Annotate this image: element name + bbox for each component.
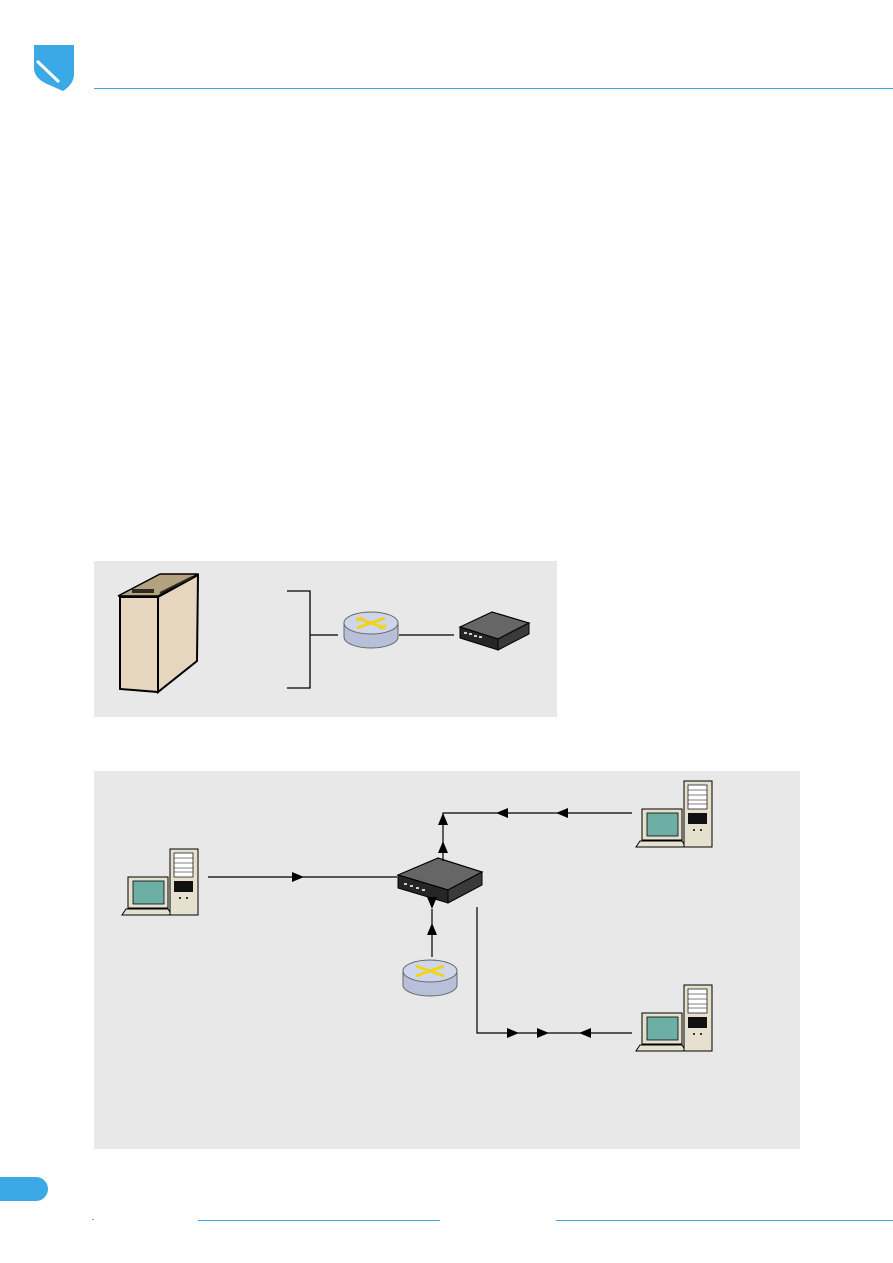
figure-server-router-switch (94, 561, 557, 717)
figure-lan-topology (94, 771, 800, 1149)
network-switch-icon (397, 857, 483, 904)
network-switch-icon (458, 611, 531, 651)
footer-rule-right (556, 1220, 893, 1221)
server-tower-icon (117, 573, 200, 695)
router-icon (401, 958, 459, 998)
footer-rule-left (198, 1220, 440, 1221)
header-rule (94, 88, 893, 89)
connection-lines (208, 812, 632, 1034)
workstation-left-icon (121, 848, 199, 916)
page-number-tab (0, 1177, 48, 1201)
workstation-bottom-right-icon (635, 984, 713, 1052)
workstation-top-right-icon (635, 780, 713, 848)
arrowheads (292, 808, 591, 1038)
shield-logo-icon (33, 44, 75, 92)
footer-mark (92, 1219, 94, 1220)
router-icon (343, 611, 399, 649)
bracket-connector (287, 590, 338, 689)
